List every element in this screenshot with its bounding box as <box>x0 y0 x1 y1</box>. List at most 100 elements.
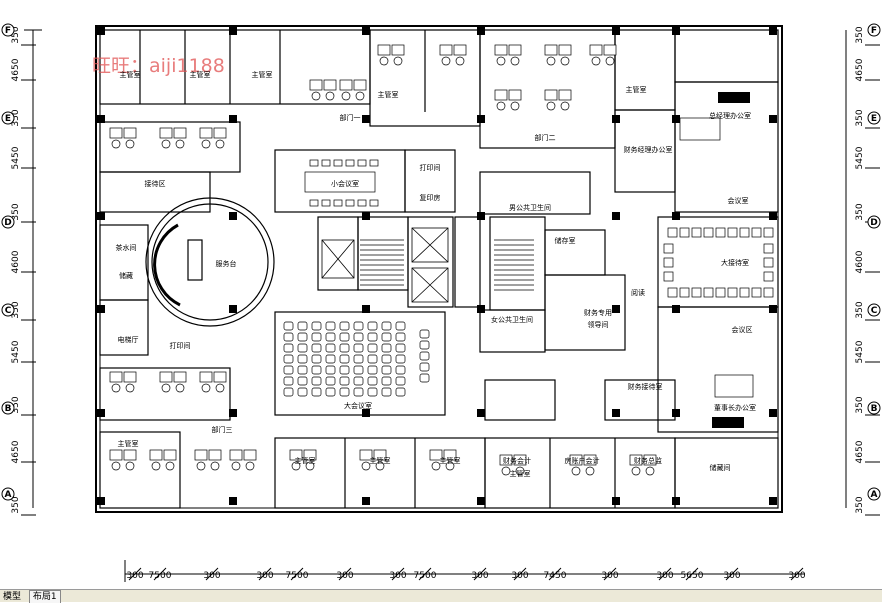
left-dim-label: 350 <box>11 301 21 318</box>
room-label-small-meeting: 小会议室 <box>331 179 359 188</box>
room-label-print2: 打印间 <box>170 341 191 350</box>
seat <box>381 343 392 353</box>
seat <box>325 321 336 331</box>
seat <box>339 365 350 375</box>
chair <box>161 139 171 149</box>
column <box>477 409 485 417</box>
seat <box>283 321 294 331</box>
chair <box>341 91 351 101</box>
chair <box>201 139 211 149</box>
column <box>612 27 620 35</box>
room-label-chairman: 董事长办公室 <box>714 403 756 412</box>
desk <box>109 371 123 383</box>
room-label-finance-hall2: 领导间 <box>588 320 609 329</box>
seat <box>297 365 308 375</box>
bottom-dim-label: 7500 <box>286 571 309 581</box>
seat <box>297 376 308 386</box>
chair <box>510 56 520 66</box>
chair <box>210 461 220 471</box>
room-label-account2: 房账户会计 <box>565 456 600 465</box>
seat <box>367 332 378 342</box>
column <box>612 212 620 220</box>
chair <box>663 243 674 254</box>
column <box>769 305 777 313</box>
bottom-dim-label: 300 <box>336 571 353 581</box>
bottom-dim-label: 300 <box>203 571 220 581</box>
chair <box>715 227 726 238</box>
chair <box>605 56 615 66</box>
dimension-tick <box>685 567 699 581</box>
chair <box>361 461 371 471</box>
room-label-front-desk: 服务台 <box>216 259 237 268</box>
chair <box>496 56 506 66</box>
chair <box>703 287 714 298</box>
seat <box>325 365 336 375</box>
desk <box>513 454 527 466</box>
dimension-tick <box>473 567 487 581</box>
chair <box>679 227 690 238</box>
chair <box>763 227 774 238</box>
room-label-mgr6: 主管室 <box>118 439 139 448</box>
column <box>229 212 237 220</box>
grid-bubble <box>867 215 881 229</box>
seat <box>395 354 406 364</box>
tab-model[interactable]: 模型 <box>3 592 22 602</box>
seat <box>395 343 406 353</box>
seat <box>311 343 322 353</box>
desk <box>123 371 137 383</box>
desk <box>603 44 617 56</box>
grid-bubble <box>1 215 15 229</box>
chair <box>715 287 726 298</box>
dimension-tick <box>128 567 142 581</box>
column <box>769 115 777 123</box>
chair <box>763 271 774 282</box>
tab-layout1[interactable]: 布局1 <box>28 590 61 603</box>
bottom-dim-label: 300 <box>788 571 805 581</box>
seat <box>395 387 406 397</box>
column <box>477 212 485 220</box>
seat <box>367 376 378 386</box>
seat <box>395 321 406 331</box>
seat <box>395 365 406 375</box>
bottom-dim-label: 300 <box>723 571 740 581</box>
right-dim-label: 4650 <box>855 58 865 81</box>
room-label-mgr2: 主管室 <box>190 70 211 79</box>
right-dim-label: 350 <box>855 496 865 513</box>
chair <box>125 461 135 471</box>
seat <box>353 343 364 353</box>
seat <box>367 343 378 353</box>
column <box>362 409 370 417</box>
desk <box>359 449 373 461</box>
seat <box>345 199 355 207</box>
desk <box>429 449 443 461</box>
bottom-dim-label: 300 <box>471 571 488 581</box>
grid-bubble <box>867 303 881 317</box>
seat <box>311 387 322 397</box>
grid-bubble <box>867 401 881 415</box>
stair-and-lift-cores <box>321 227 534 303</box>
grid-bubble <box>867 23 881 37</box>
chair <box>175 383 185 393</box>
seat <box>381 387 392 397</box>
desk <box>583 454 597 466</box>
left-dim-label: 350 <box>11 496 21 513</box>
desk <box>391 44 405 56</box>
desk <box>544 89 558 101</box>
desk <box>439 44 453 56</box>
chair <box>245 461 255 471</box>
seat <box>419 351 430 361</box>
chair <box>510 101 520 111</box>
seat <box>309 159 319 167</box>
column <box>477 115 485 123</box>
room-label-reading: 阅读 <box>631 288 645 297</box>
chair <box>175 139 185 149</box>
room-label-account1: 财务会计 <box>503 456 531 465</box>
room-label-finance-mgr: 财务经理办公室 <box>624 145 673 154</box>
seat <box>369 159 379 167</box>
desk <box>443 449 457 461</box>
seat <box>311 365 322 375</box>
seat <box>311 376 322 386</box>
desk <box>149 449 163 461</box>
